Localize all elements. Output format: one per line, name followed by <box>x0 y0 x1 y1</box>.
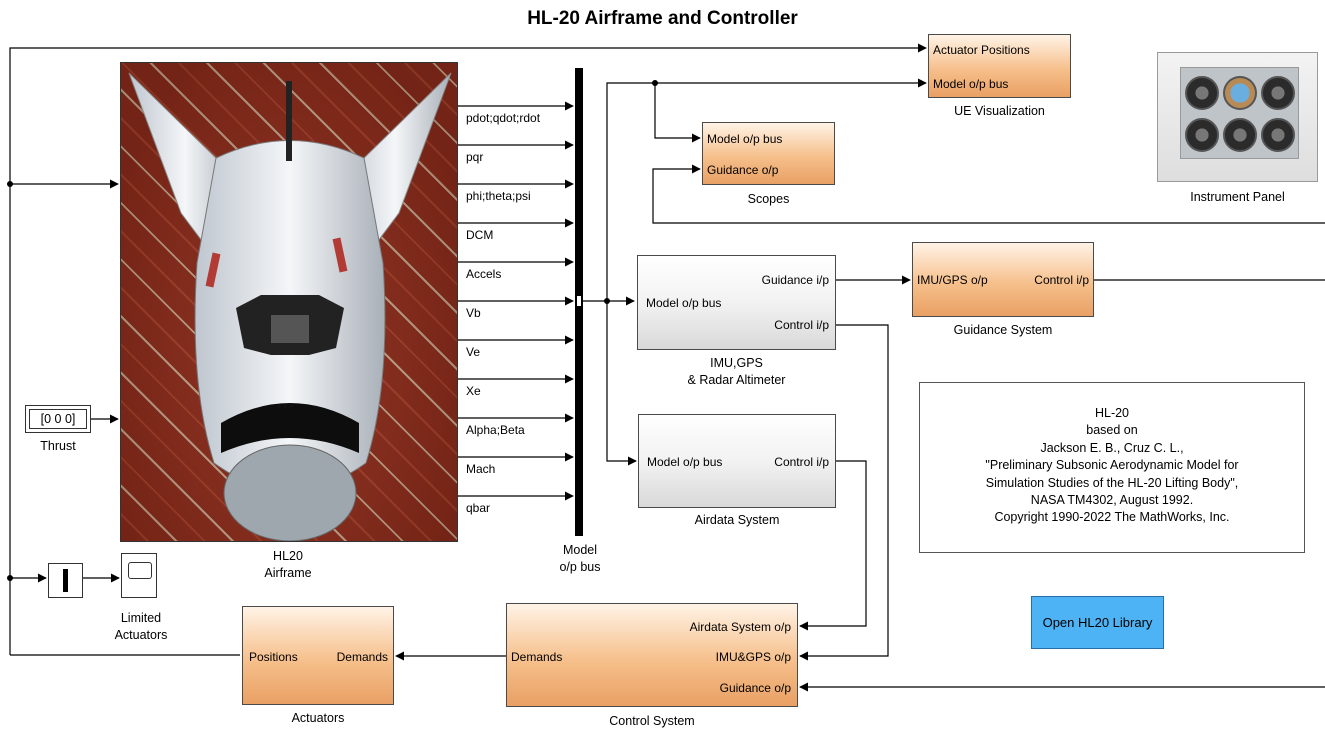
actuators-block[interactable]: Positions Demands <box>242 606 394 705</box>
control-system-block[interactable]: Airdata System o/p IMU&GPS o/p Guidance … <box>506 603 798 707</box>
signal-label: Alpha;Beta <box>466 423 525 437</box>
diagram-title: HL-20 Airframe and Controller <box>527 8 798 29</box>
guidance-caption: Guidance System <box>953 323 1053 337</box>
imu-port-control: Control i/p <box>774 318 829 332</box>
instrument-panel-block[interactable] <box>1157 52 1318 182</box>
wire-airdata-to-control <box>799 460 867 631</box>
ue-visualization-block[interactable]: Actuator Positions Model o/p bus <box>928 34 1071 98</box>
control-port-airdata: Airdata System o/p <box>689 620 791 634</box>
airdata-system-block[interactable]: Model o/p bus Control i/p <box>638 414 836 508</box>
wire-guidance-to-scopes <box>652 164 1325 224</box>
wire-bus-up <box>606 78 927 301</box>
guidance-port-control: Control i/p <box>1034 273 1089 287</box>
signal-label: phi;theta;psi <box>466 189 531 203</box>
signal-label: pqr <box>466 150 484 164</box>
wire-bus-to-airdata <box>606 301 637 466</box>
imu-caption-line1: IMU,GPS <box>710 356 763 370</box>
imu-gps-block[interactable]: Model o/p bus Guidance i/p Control i/p <box>637 255 836 350</box>
note-line: HL-20 <box>1094 406 1130 420</box>
guidance-system-block[interactable]: IMU/GPS o/p Control i/p <box>912 242 1094 317</box>
actuators-caption: Actuators <box>291 711 345 725</box>
reference-note-box: HL-20 based on Jackson E. B., Cruz C. L.… <box>919 382 1305 553</box>
limited-actuators-scope-block[interactable] <box>121 553 157 598</box>
gauge-icon <box>1223 118 1257 152</box>
hl20-photo-image <box>128 72 452 541</box>
ue-port-model-bus: Model o/p bus <box>933 77 1009 91</box>
limited-actuators-caption-line1: Limited <box>120 611 162 625</box>
thrust-caption: Thrust <box>40 439 76 453</box>
bus-caption-line1: Model <box>562 543 598 557</box>
airframe-caption: HL20 Airframe <box>241 548 335 582</box>
imu-port-model-bus: Model o/p bus <box>646 296 722 310</box>
actuators-port-demands: Demands <box>336 650 388 664</box>
control-caption: Control System <box>609 714 695 728</box>
signal-label: Ve <box>466 345 481 359</box>
signal-label: Mach <box>466 462 496 476</box>
signal-label: Accels <box>466 267 502 281</box>
bus-caption-line2: o/p bus <box>559 560 601 574</box>
ue-port-actuator-positions: Actuator Positions <box>933 43 1030 57</box>
signal-label: pdot;qdot;rdot <box>466 111 541 125</box>
limited-actuators-caption: Limited Actuators <box>98 610 184 644</box>
limited-actuators-mux-block[interactable] <box>48 563 83 598</box>
wire-bus-to-scopes <box>654 83 701 143</box>
note-line: Simulation Studies of the HL-20 Lifting … <box>985 475 1239 490</box>
control-port-guidance: Guidance o/p <box>719 681 791 695</box>
limited-actuators-caption-line2: Actuators <box>114 628 168 642</box>
scopes-caption: Scopes <box>747 192 790 206</box>
thrust-value: [0 0 0] <box>40 412 76 426</box>
note-line: Copyright 1990-2022 The MathWorks, Inc. <box>994 510 1230 525</box>
bus-caption: Model o/p bus <box>549 542 611 576</box>
hl20-airframe-block[interactable] <box>120 62 458 542</box>
gauge-icon <box>1185 118 1219 152</box>
control-port-imu-gps: IMU&GPS o/p <box>715 650 791 664</box>
note-line: NASA TM4302, August 1992. <box>1030 493 1194 508</box>
note-line: based on <box>1086 423 1138 438</box>
bus-port-icon <box>576 295 582 307</box>
wire-actuator-positions <box>9 43 927 655</box>
imu-caption-line2: & Radar Altimeter <box>687 373 786 387</box>
scope-icon <box>128 562 152 579</box>
ue-visualization-caption: UE Visualization <box>954 104 1045 118</box>
attitude-gauge-icon <box>1223 76 1257 110</box>
airframe-caption-line1: HL20 <box>273 549 303 563</box>
guidance-port-imu: IMU/GPS o/p <box>917 273 988 287</box>
signal-label: DCM <box>466 228 494 242</box>
imu-port-guidance: Guidance i/p <box>761 273 829 287</box>
control-port-demands: Demands <box>511 650 563 664</box>
signal-label: Vb <box>466 306 481 320</box>
instrument-panel-caption: Instrument Panel <box>1190 190 1285 204</box>
gauge-icon <box>1261 118 1295 152</box>
airdata-port-model-bus: Model o/p bus <box>647 455 723 469</box>
thrust-constant-block[interactable]: [0 0 0] <box>25 405 91 433</box>
gauge-icon <box>1261 76 1295 110</box>
airdata-port-control: Control i/p <box>774 455 829 469</box>
airdata-caption: Airdata System <box>694 513 780 527</box>
imu-caption: IMU,GPS & Radar Altimeter <box>637 355 836 389</box>
signal-label: Xe <box>466 384 481 398</box>
mux-bar-icon <box>63 569 68 592</box>
airframe-caption-line2: Airframe <box>264 566 312 580</box>
open-hl20-library-button[interactable]: Open HL20 Library <box>1031 596 1164 649</box>
scopes-port-guidance: Guidance o/p <box>707 163 779 177</box>
note-line: "Preliminary Subsonic Aerodynamic Model … <box>985 458 1239 473</box>
note-line: Jackson E. B., Cruz C. L., <box>1040 440 1184 455</box>
constant-inner-border <box>29 409 87 429</box>
wire-imu-to-control <box>799 324 889 661</box>
scopes-port-model-bus: Model o/p bus <box>707 132 783 146</box>
scopes-block[interactable]: Model o/p bus Guidance o/p <box>702 122 835 185</box>
gauge-icon <box>1185 76 1219 110</box>
instrument-panel-screen <box>1180 67 1299 159</box>
actuators-port-positions: Positions <box>249 650 298 664</box>
signal-label: qbar <box>466 501 491 515</box>
